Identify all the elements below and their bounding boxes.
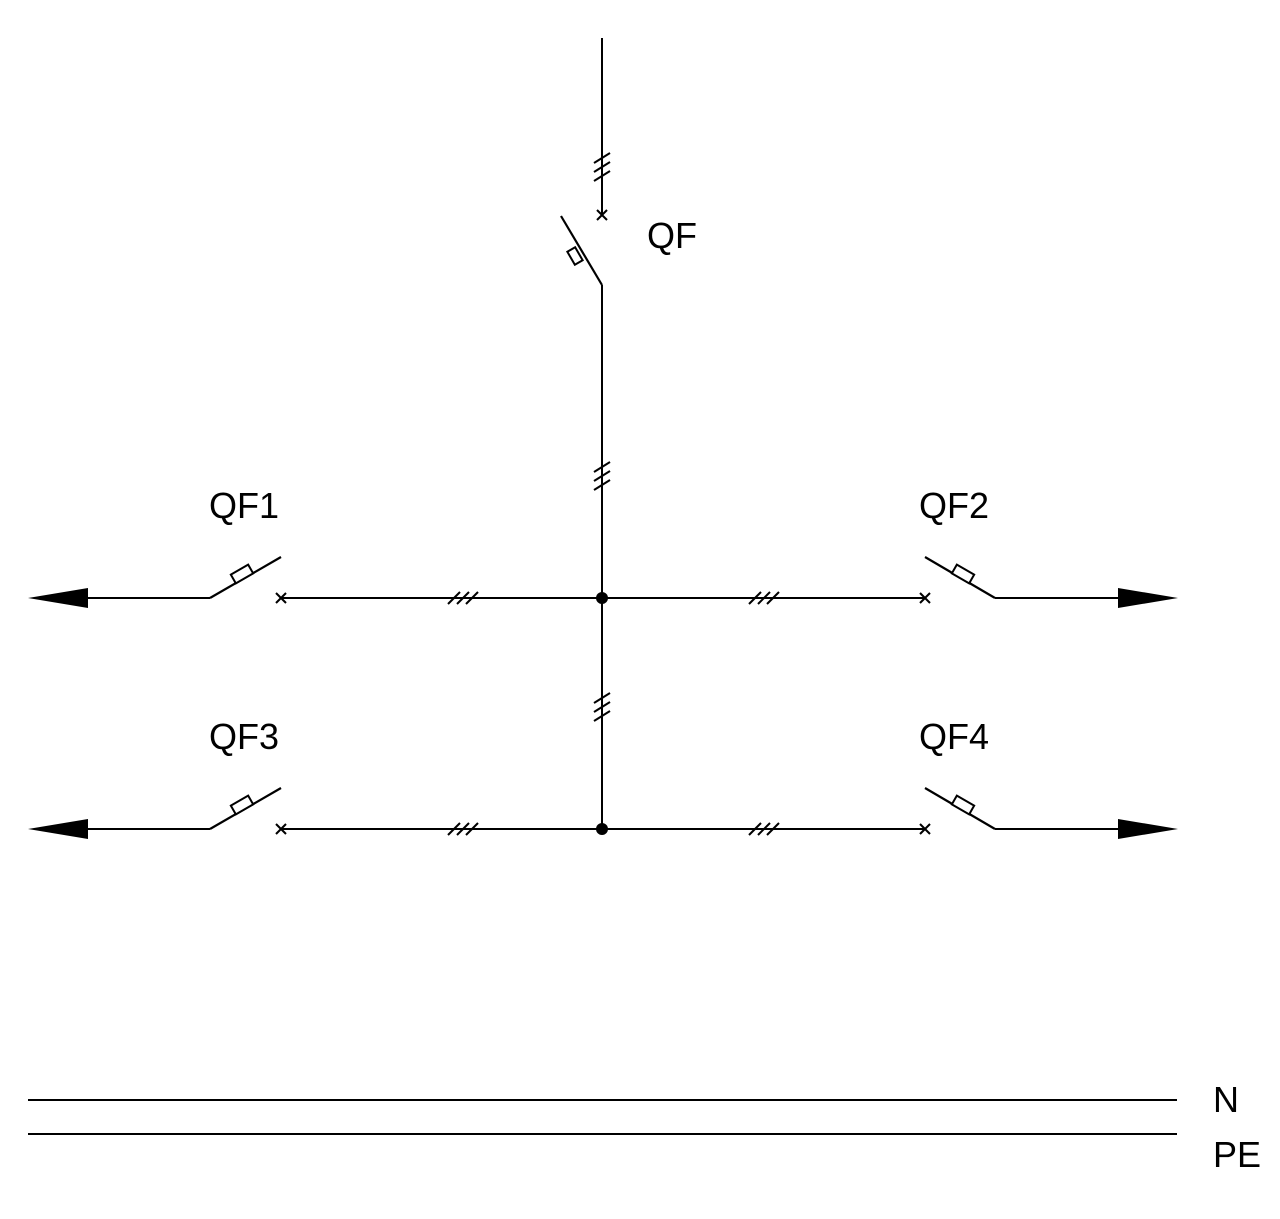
overcurrent-release-icon <box>565 245 585 267</box>
outgoing-arrow-icon <box>28 819 88 839</box>
label-qf4: QF4 <box>919 716 989 757</box>
breaker-contact-cross-icon <box>596 209 608 221</box>
breaker-contact-cross-icon <box>919 592 931 604</box>
label-qf1: QF1 <box>209 485 279 526</box>
breaker-blade-qf <box>560 215 603 286</box>
main-breaker-qf: QF <box>560 38 697 829</box>
label-qf: QF <box>647 215 697 256</box>
overcurrent-release-icon <box>950 563 976 585</box>
three-phase-mark-lower-left <box>447 822 479 836</box>
lower-bus <box>281 822 925 836</box>
outgoing-arrow-icon <box>28 588 88 608</box>
breaker-qf2: QF2 <box>919 485 1178 608</box>
junction-node-lower <box>596 823 608 835</box>
breaker-contact-cross-icon <box>919 823 931 835</box>
breaker-qf3: QF3 <box>28 716 287 839</box>
overcurrent-release-icon <box>229 794 255 816</box>
three-phase-mark-incoming <box>593 152 611 182</box>
label-qf3: QF3 <box>209 716 279 757</box>
breaker-qf4: QF4 <box>919 716 1178 839</box>
upper-bus <box>281 591 925 605</box>
three-phase-mark-lower <box>593 692 611 722</box>
three-phase-mark-upper-left <box>447 591 479 605</box>
breaker-contact-cross-icon <box>275 823 287 835</box>
label-n: N <box>1213 1079 1239 1120</box>
breaker-qf1: QF1 <box>28 485 287 608</box>
label-pe: PE <box>1213 1134 1261 1175</box>
outgoing-arrow-icon <box>1118 588 1178 608</box>
overcurrent-release-icon <box>950 794 976 816</box>
protective-earth-conductor: PE <box>28 1133 1261 1175</box>
overcurrent-release-icon <box>229 563 255 585</box>
junction-node-upper <box>596 592 608 604</box>
label-qf2: QF2 <box>919 485 989 526</box>
three-phase-mark-lower-right <box>748 822 780 836</box>
neutral-conductor: N <box>28 1079 1239 1120</box>
three-phase-mark-main <box>593 461 611 491</box>
three-phase-mark-upper-right <box>748 591 780 605</box>
breaker-contact-cross-icon <box>275 592 287 604</box>
outgoing-arrow-icon <box>1118 819 1178 839</box>
